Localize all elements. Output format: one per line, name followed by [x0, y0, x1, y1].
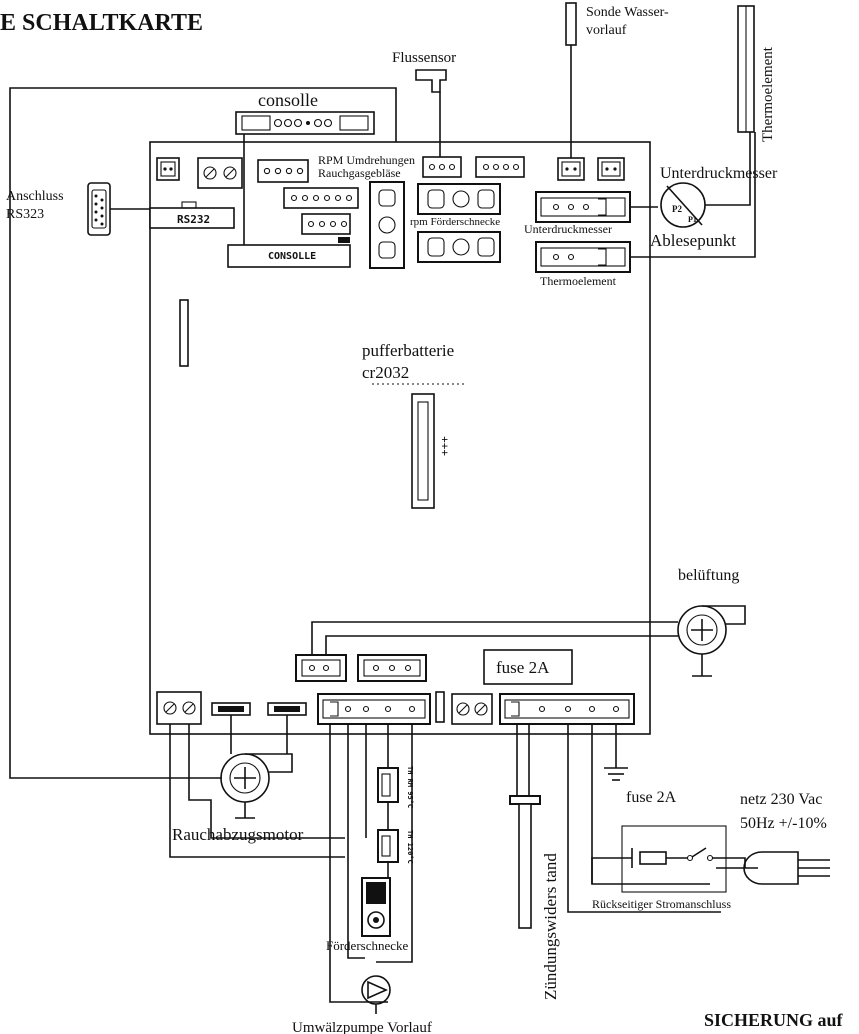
- thermoelement-port: [535, 241, 631, 273]
- big-connector-upper: [417, 183, 501, 215]
- big-connector-lower: [417, 231, 501, 263]
- pufferbatterie-label-line2: cr2032: [362, 363, 409, 382]
- db9-connector: [87, 182, 111, 236]
- connector-top-left-1: [156, 157, 180, 181]
- zuendung-label: Zündungswiders tand: [541, 853, 560, 1000]
- thermostat-95: TH RM 95°C: [377, 766, 414, 808]
- thermostat-120-label: TH 120°C: [406, 830, 414, 864]
- pressure-gauge: P2 P1: [660, 182, 706, 228]
- terminal-bottom-left: [156, 691, 202, 725]
- belueftung-label: belüftung: [678, 567, 739, 584]
- fan-rauchabzug: [220, 753, 293, 819]
- umwaelzpumpe-label: Umwälzpumpe Vorlauf: [292, 1020, 432, 1034]
- consolle-cable: [9, 87, 397, 779]
- fuse-holder-1: [211, 702, 251, 716]
- unterdruckmesser-port: [535, 191, 631, 223]
- gauge-p2: P2: [672, 204, 682, 214]
- thermostat-95-label: TH RM 95°C: [406, 766, 414, 808]
- terminal-top-left-2: [197, 157, 243, 189]
- ablesepunkt-label: Ablesepunkt: [650, 231, 736, 250]
- unterdruckmesser-port-label: Unterdruckmesser: [524, 222, 612, 236]
- fuse-external-label: fuse 2A: [626, 789, 677, 806]
- consolle-header-label: CONSOLLE: [268, 251, 316, 262]
- flussensor-label: Flussensor: [392, 50, 456, 66]
- rpm-connector-1: [257, 159, 309, 183]
- anschluss-label-line2: RS323: [6, 207, 44, 222]
- rs232-header: RS232: [149, 201, 235, 229]
- big-3pin-vertical: [369, 181, 405, 269]
- thermoelement-port-label: Thermoelement: [540, 274, 617, 288]
- connector-flussensor: [422, 156, 462, 178]
- connector-belueftung: [295, 654, 347, 682]
- fuse-external: fuse 2A: [621, 789, 727, 893]
- flussensor-icon: [415, 69, 447, 93]
- pufferbatterie-label-line1: pufferbatterie: [362, 341, 454, 360]
- connector-power: [499, 693, 635, 725]
- battery-plus: +++: [438, 436, 451, 456]
- power-plug: [716, 851, 830, 885]
- netz-label-line1: netz 230 Vac: [740, 791, 822, 808]
- connector-sonde-2: [597, 157, 625, 181]
- fan-belueftung: [677, 605, 746, 677]
- small-jumper: [435, 691, 445, 723]
- thermostat-120: TH 120°C: [377, 829, 414, 864]
- stromanschluss-label: Rückseitiger Stromanschluss: [592, 897, 731, 911]
- rpm-label-line2: Rauchgasgebläse: [318, 166, 401, 180]
- netz-label-line2: 50Hz +/-10%: [740, 815, 827, 832]
- rauchabzugsmotor-label: Rauchabzugsmotor: [172, 825, 304, 844]
- sicherung-label: SICHERUNG auf: [704, 1010, 844, 1030]
- control-board: [149, 141, 651, 735]
- sonde-probe: [565, 2, 577, 46]
- connector-3pin-right: [475, 156, 525, 178]
- terminal-bottom-middle: [451, 693, 493, 725]
- consolle-connector: [235, 111, 375, 135]
- connector-sonde: [557, 157, 585, 181]
- connector-3pin-bottom: [357, 654, 427, 682]
- consolle-header: CONSOLLE: [227, 244, 351, 268]
- rpm-label-line1: RPM Umdrehungen: [318, 153, 415, 167]
- sonde-label-line1: Sonde Wasser-: [586, 5, 669, 20]
- fuse-board-box: fuse 2A: [483, 649, 573, 685]
- sonde-label-line2: vorlauf: [586, 23, 627, 38]
- fuse-holder-2: [267, 702, 307, 716]
- anschluss-label-line1: Anschluss: [6, 189, 64, 204]
- foerderschnecke-label: Förderschnecke: [326, 938, 409, 953]
- battery-holder: [411, 393, 435, 509]
- pump-umwaelz: [361, 975, 391, 1014]
- connector-6pin: [283, 187, 359, 209]
- igniter: [509, 795, 541, 929]
- diagram-title: E SCHALTKARTE: [0, 10, 203, 36]
- consolle-label: consolle: [258, 90, 318, 110]
- board-slot: [179, 299, 189, 367]
- connector-6pin-bottom: [317, 693, 431, 725]
- connector-4pin: [301, 213, 351, 243]
- fuse-board-label: fuse 2A: [496, 658, 550, 677]
- gauge-p1: P1: [688, 215, 697, 224]
- rpm-foerder-label: rpm Förderschnecke: [410, 216, 500, 228]
- thermoelement-probe: [737, 5, 755, 133]
- foerderschnecke-motor: [361, 877, 391, 937]
- unterdruckmesser-label: Unterdruckmesser: [660, 165, 778, 182]
- rs232-label: RS232: [177, 213, 210, 226]
- thermoelement-probe-label: Thermoelement: [760, 46, 776, 142]
